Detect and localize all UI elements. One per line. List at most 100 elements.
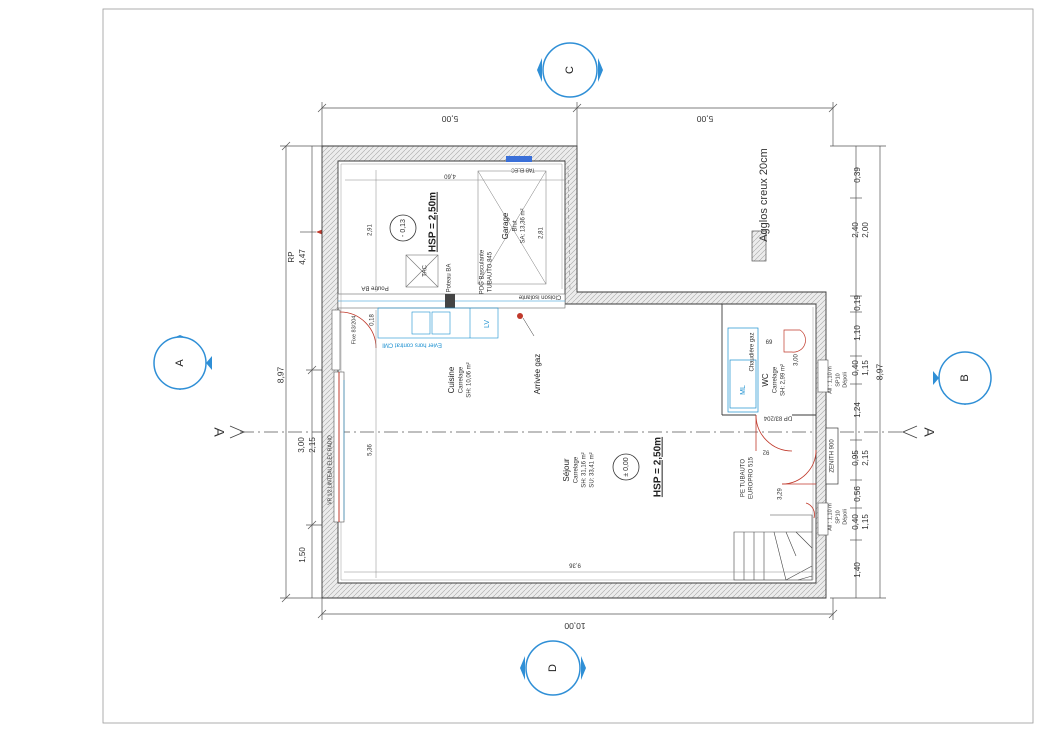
entry-door-b: EUROPRO 515 [749,456,755,499]
cut-marker-left: A [211,425,246,439]
right-dimension-chain [830,145,886,599]
tac-box [405,254,439,288]
bottom-dim-total: 10,00 [564,621,586,631]
cut-marker-right-label: A [921,427,937,437]
right-dim-7b: 2,15 [861,450,870,466]
left-dim-total: 8,97 [275,366,285,383]
ml-label: ML [740,385,747,395]
wc-toilet [783,329,806,353]
legend-label: Agglos creux 20cm [758,148,770,242]
sejour-level: ± 0,00 [623,457,630,477]
poutre-label: Poutre BA [361,284,388,290]
right-dim-5a: 0,40 [851,360,860,376]
cut-marker-right: A [901,425,937,439]
kitchen-window [331,309,341,371]
garage-dim-460: 4,60 [444,172,456,178]
garage-dim-291: 2,91 [368,224,374,236]
garage-dim-281: 2,81 [539,227,545,239]
left-dim-rp-value: 4,47 [298,249,307,265]
exterior-walls [321,145,827,599]
window-b-all: All : 1,10 m [827,503,833,531]
sejour-hsp: HSP = 2,50m [653,437,664,497]
cuisine-floor: Carrelage [459,366,465,393]
wc-area: SH: 2,99 m² [781,364,787,396]
right-dim-1: 0,39 [853,167,862,183]
left-dim-rp: RP [287,251,296,262]
kitchen-counter [377,307,499,339]
lv-label: LV [484,320,491,328]
window-a-dep: Dépoli [842,372,848,388]
top-dim-left: 5,00 [441,114,458,124]
garage-floor: Brut [513,220,519,231]
section-a-label: A [174,359,186,367]
garage-area: SA: 13,36 m² [521,208,527,243]
right-dim-3: 0,19 [853,295,862,311]
garage-door-a: PDG Basculante [480,249,486,294]
wc-window [817,359,829,393]
baie-label: VR 1/2 LINTEAU ELEC RADIO [327,435,333,505]
sejour-area-su: SU: 33,41 m² [590,452,596,487]
top-dim-right: 5,00 [696,114,713,124]
right-dim-6: 1,24 [853,402,862,418]
staircase [733,514,813,581]
cuisine-dim-018: 0,18 [370,314,376,326]
wc-door-label: DP 83/204 [763,414,792,420]
tab-elec-label: TAB ELEC [511,167,535,173]
kitchen-window-label: Fixe 83/204 [351,316,357,345]
wc-fixtures [727,327,759,413]
right-dim-total: 8,97 [874,363,884,380]
garage-level-circle [389,214,417,242]
right-dim-5b: 1,15 [861,360,870,376]
garage-door-b: TUBAUTO 845 [488,251,494,292]
wc-dim-069: 69 [765,337,772,343]
sejour-area-sh: SH: 31,16 m² [582,452,588,487]
cuisine-name: Cuisine [447,366,456,393]
gas-label: Arrivée gaz [533,354,542,394]
evier-label: Evier hors contrat CMI [382,341,442,347]
right-dim-2a: 2,40 [851,222,860,238]
right-dim-4: 1,10 [853,325,862,341]
window-a-all: All : 1,10 m [827,366,833,394]
window-b-sp: SP10 [835,510,841,523]
garage-hsp: HSP = 2,50m [428,192,439,252]
left-dim-lower: 1,50 [298,547,307,563]
sejour-dim-329: 3,29 [778,488,784,500]
section-b-label: B [959,374,971,381]
right-dim-8: 0,56 [853,486,862,502]
wc-partitions [721,304,816,416]
wc-door-swing [755,414,793,452]
boiler-label: Chaudière gaz [750,332,756,371]
right-dim-2b: 2,00 [861,222,870,238]
sejour-name: Séjour [562,458,571,481]
top-dimension-chain [317,102,838,146]
zenith-label: ZENITH 900 [830,439,836,473]
entry-door-dim: 92 [762,448,769,454]
cloison-label: Cloison isolante [518,293,561,299]
sejour-level-circle [612,453,640,481]
section-marker-a: A [153,335,212,390]
section-marker-c: C [537,42,603,98]
garage-name: Garage [501,212,510,239]
wc-name: WC [761,373,770,387]
section-d-label: D [547,664,559,672]
window-b-dep: Dépoli [842,509,848,525]
bottom-dimension-chain [317,598,838,620]
sejour-dim-536: 5,36 [368,444,374,456]
entry-door-swing [781,449,817,485]
wc-floor: Carrelage [773,366,779,393]
right-dim-9b: 1,15 [861,514,870,530]
tab-elec-box [506,156,532,162]
cut-marker-left-label: A [211,427,227,437]
garage-level: - 0,13 [400,219,407,237]
right-dim-7a: 0,95 [851,450,860,466]
section-marker-b: B [933,351,992,405]
sejour-floor: Carrelage [574,456,580,483]
sejour-dim-936: 9,36 [569,561,581,567]
tac-label: TAC [423,265,429,277]
right-dim-10: 1,40 [853,562,862,578]
wc-dim-300: 3,00 [794,354,800,366]
entry-door-a: PE TUBAUTO [741,459,747,497]
left-dim-middle-b: 2,15 [308,437,317,453]
